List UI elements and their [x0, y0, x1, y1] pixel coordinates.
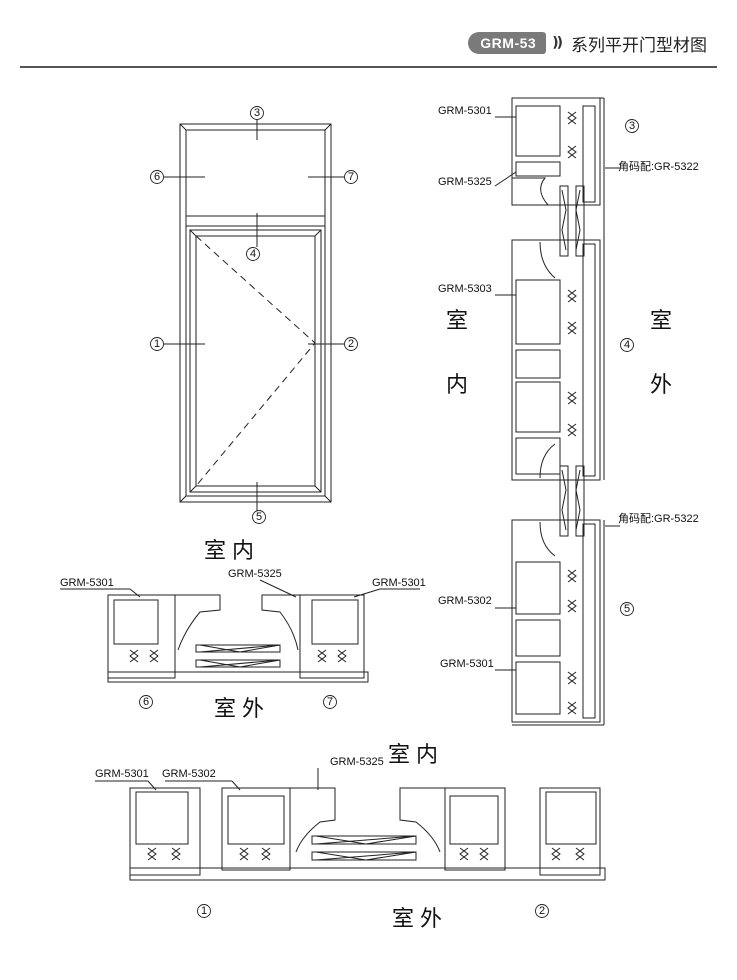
door-elevation	[164, 120, 344, 511]
marker-5-door: 5	[256, 511, 262, 523]
label-corner-bottom: 角码配:GR-5322	[618, 512, 699, 525]
label-5301-bottom: GRM-5301	[95, 768, 149, 780]
outside-char-1: 室	[650, 308, 678, 333]
marker-4-section: 4	[624, 339, 630, 351]
marker-2-door: 2	[348, 338, 354, 350]
label-5325-mid: GRM-5325	[228, 568, 282, 580]
inside-label-bottom: 室内	[388, 742, 444, 767]
vertical-section	[494, 97, 620, 726]
series-title: 系列平开门型材图	[571, 35, 707, 56]
label-5301-mid-right: GRM-5301	[372, 577, 426, 589]
inside-char-2: 内	[446, 372, 474, 397]
label-5325-bottom: GRM-5325	[330, 756, 384, 768]
series-badge: GRM-53	[468, 32, 547, 54]
marker-7-section: 7	[327, 696, 333, 708]
vertical-gaskets	[567, 111, 577, 715]
header-rule	[20, 66, 717, 68]
label-5301-top: GRM-5301	[438, 105, 492, 117]
section-6-7	[60, 579, 420, 683]
outside-label-mid: 室外	[214, 696, 270, 721]
section-6-7-markers	[139, 695, 337, 709]
page-header: GRM-53 )) 系列平开门型材图	[468, 28, 707, 58]
outside-label-bottom: 室外	[392, 906, 448, 931]
door-markers	[150, 106, 358, 524]
marker-3-section: 3	[629, 120, 635, 132]
outside-char-2: 外	[650, 372, 678, 397]
label-5302-right: GRM-5302	[438, 595, 492, 607]
section-1-2-gaskets	[147, 847, 585, 861]
section-1-2	[95, 768, 606, 881]
marker-1-door: 1	[154, 338, 160, 350]
label-5325-top: GRM-5325	[438, 176, 492, 188]
label-5301-left: GRM-5301	[60, 577, 114, 589]
inside-label-mid: 室内	[204, 538, 260, 563]
inside-char-1: 室	[446, 308, 474, 333]
marker-1-section: 1	[201, 905, 207, 917]
chevron-icon: ))	[552, 35, 563, 51]
section-1-2-markers	[197, 904, 549, 918]
vertical-markers	[620, 119, 639, 616]
marker-4-door: 4	[250, 248, 256, 260]
marker-7-door: 7	[348, 171, 354, 183]
marker-5-section: 5	[624, 603, 630, 615]
label-5303: GRM-5303	[438, 283, 492, 295]
marker-3-top: 3	[254, 107, 260, 119]
marker-6-section: 6	[143, 696, 149, 708]
label-corner-top: 角码配:GR-5322	[618, 160, 699, 173]
marker-6-door: 6	[154, 171, 160, 183]
marker-2-section: 2	[539, 905, 545, 917]
label-5301-right: GRM-5301	[440, 658, 494, 670]
label-5302-bottom: GRM-5302	[162, 768, 216, 780]
